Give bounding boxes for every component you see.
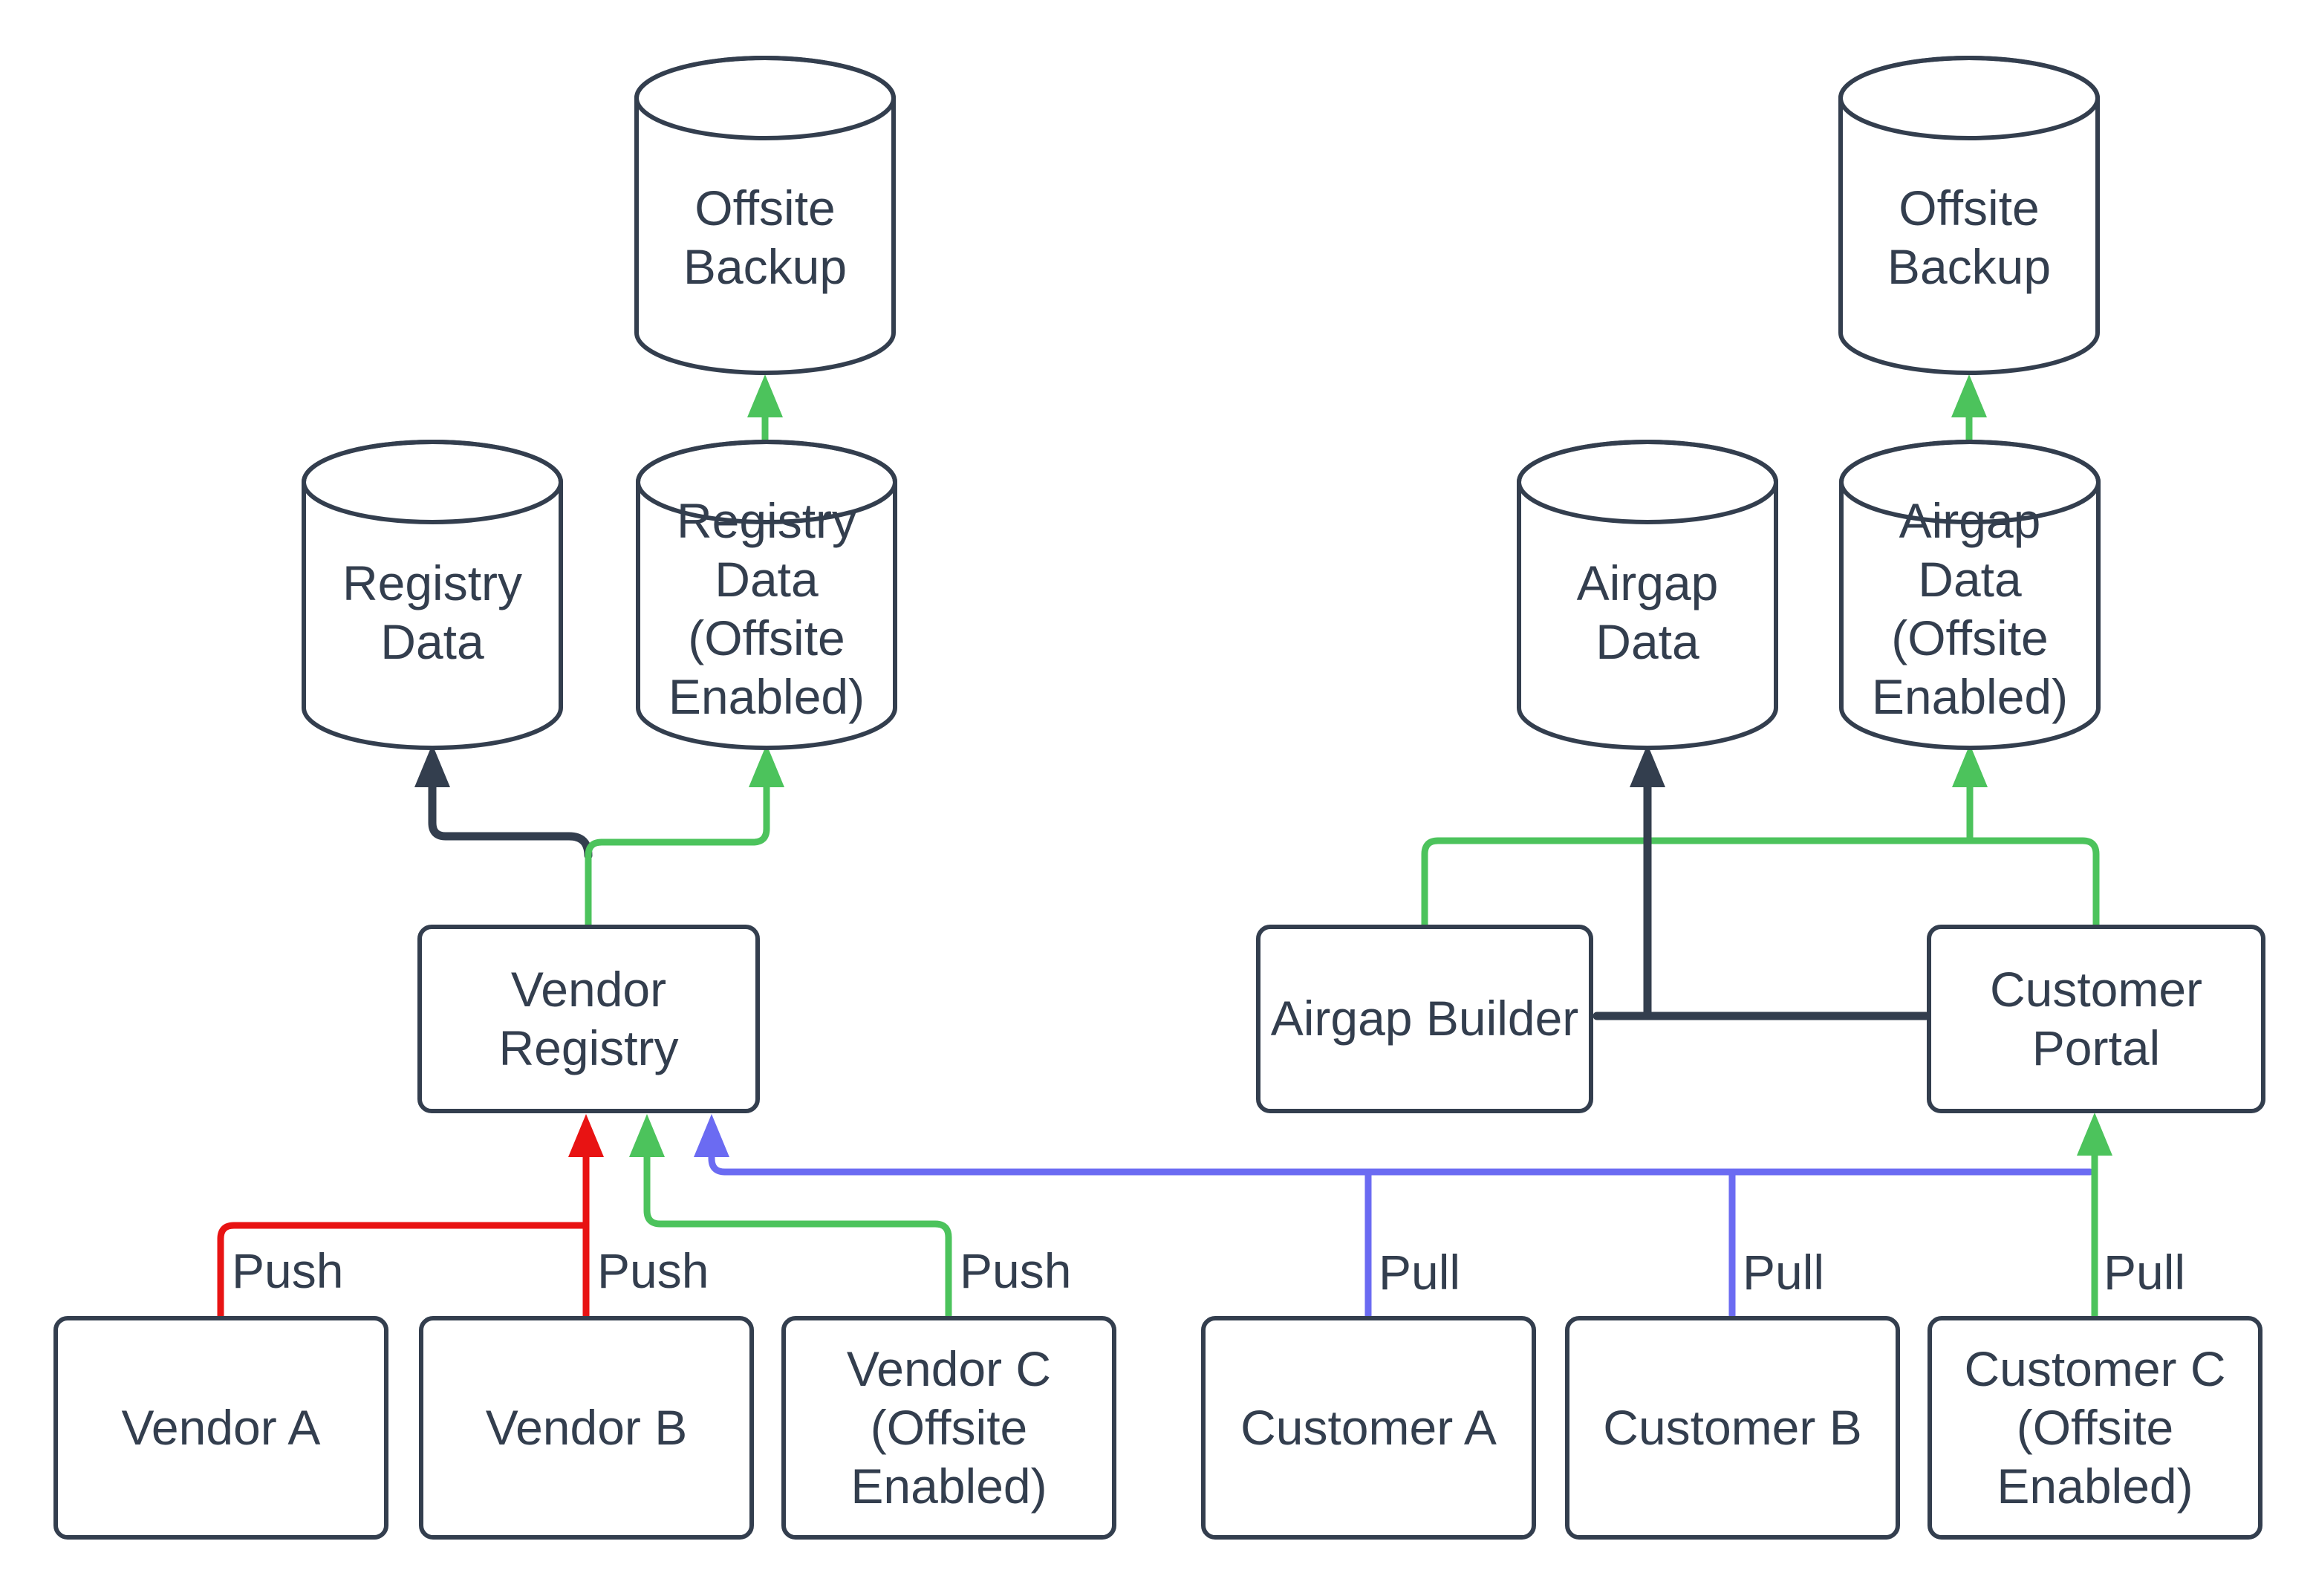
edge-vendor-registry-to-registry-data [414,744,593,860]
edge-dark-to-airgap-data [1593,744,1930,1020]
cylinder-airgap-data-offsite-shape [1839,440,2101,750]
cylinder-offsite-backup-right-shape [1838,56,2100,375]
edge-vendor-a-b-push [217,1114,604,1322]
box-customer-c-shape [1928,1316,2262,1540]
cylinder-offsite-backup-left-shape [634,56,896,375]
box-customer-b-shape [1565,1316,1900,1540]
box-vendor-c-shape [781,1316,1116,1540]
cylinder-registry-data-shape [302,440,563,750]
box-customer-portal-shape [1927,925,2265,1113]
cylinder-registry-data-offsite-shape [636,440,897,750]
edge-customer-c-pull [2077,1113,2112,1322]
box-vendor-registry-shape [417,925,760,1113]
box-vendor-a-shape [53,1316,388,1540]
edge-registry-data-offsite-to-offsite-backup [747,374,783,446]
edge-vendor-c-push [629,1114,952,1322]
edge-vendor-registry-to-registry-data-offsite [585,744,784,931]
edge-airgap-data-offsite-to-offsite-backup [1951,374,1987,446]
edge-customer-a-b-pull [694,1114,2094,1322]
box-airgap-builder-shape [1256,925,1593,1113]
cylinder-airgap-data-shape [1517,440,1778,750]
box-vendor-b-shape [419,1316,754,1540]
box-customer-a-shape [1201,1316,1536,1540]
edge-green-loop-to-airgap-data-offsite [1421,744,2100,931]
